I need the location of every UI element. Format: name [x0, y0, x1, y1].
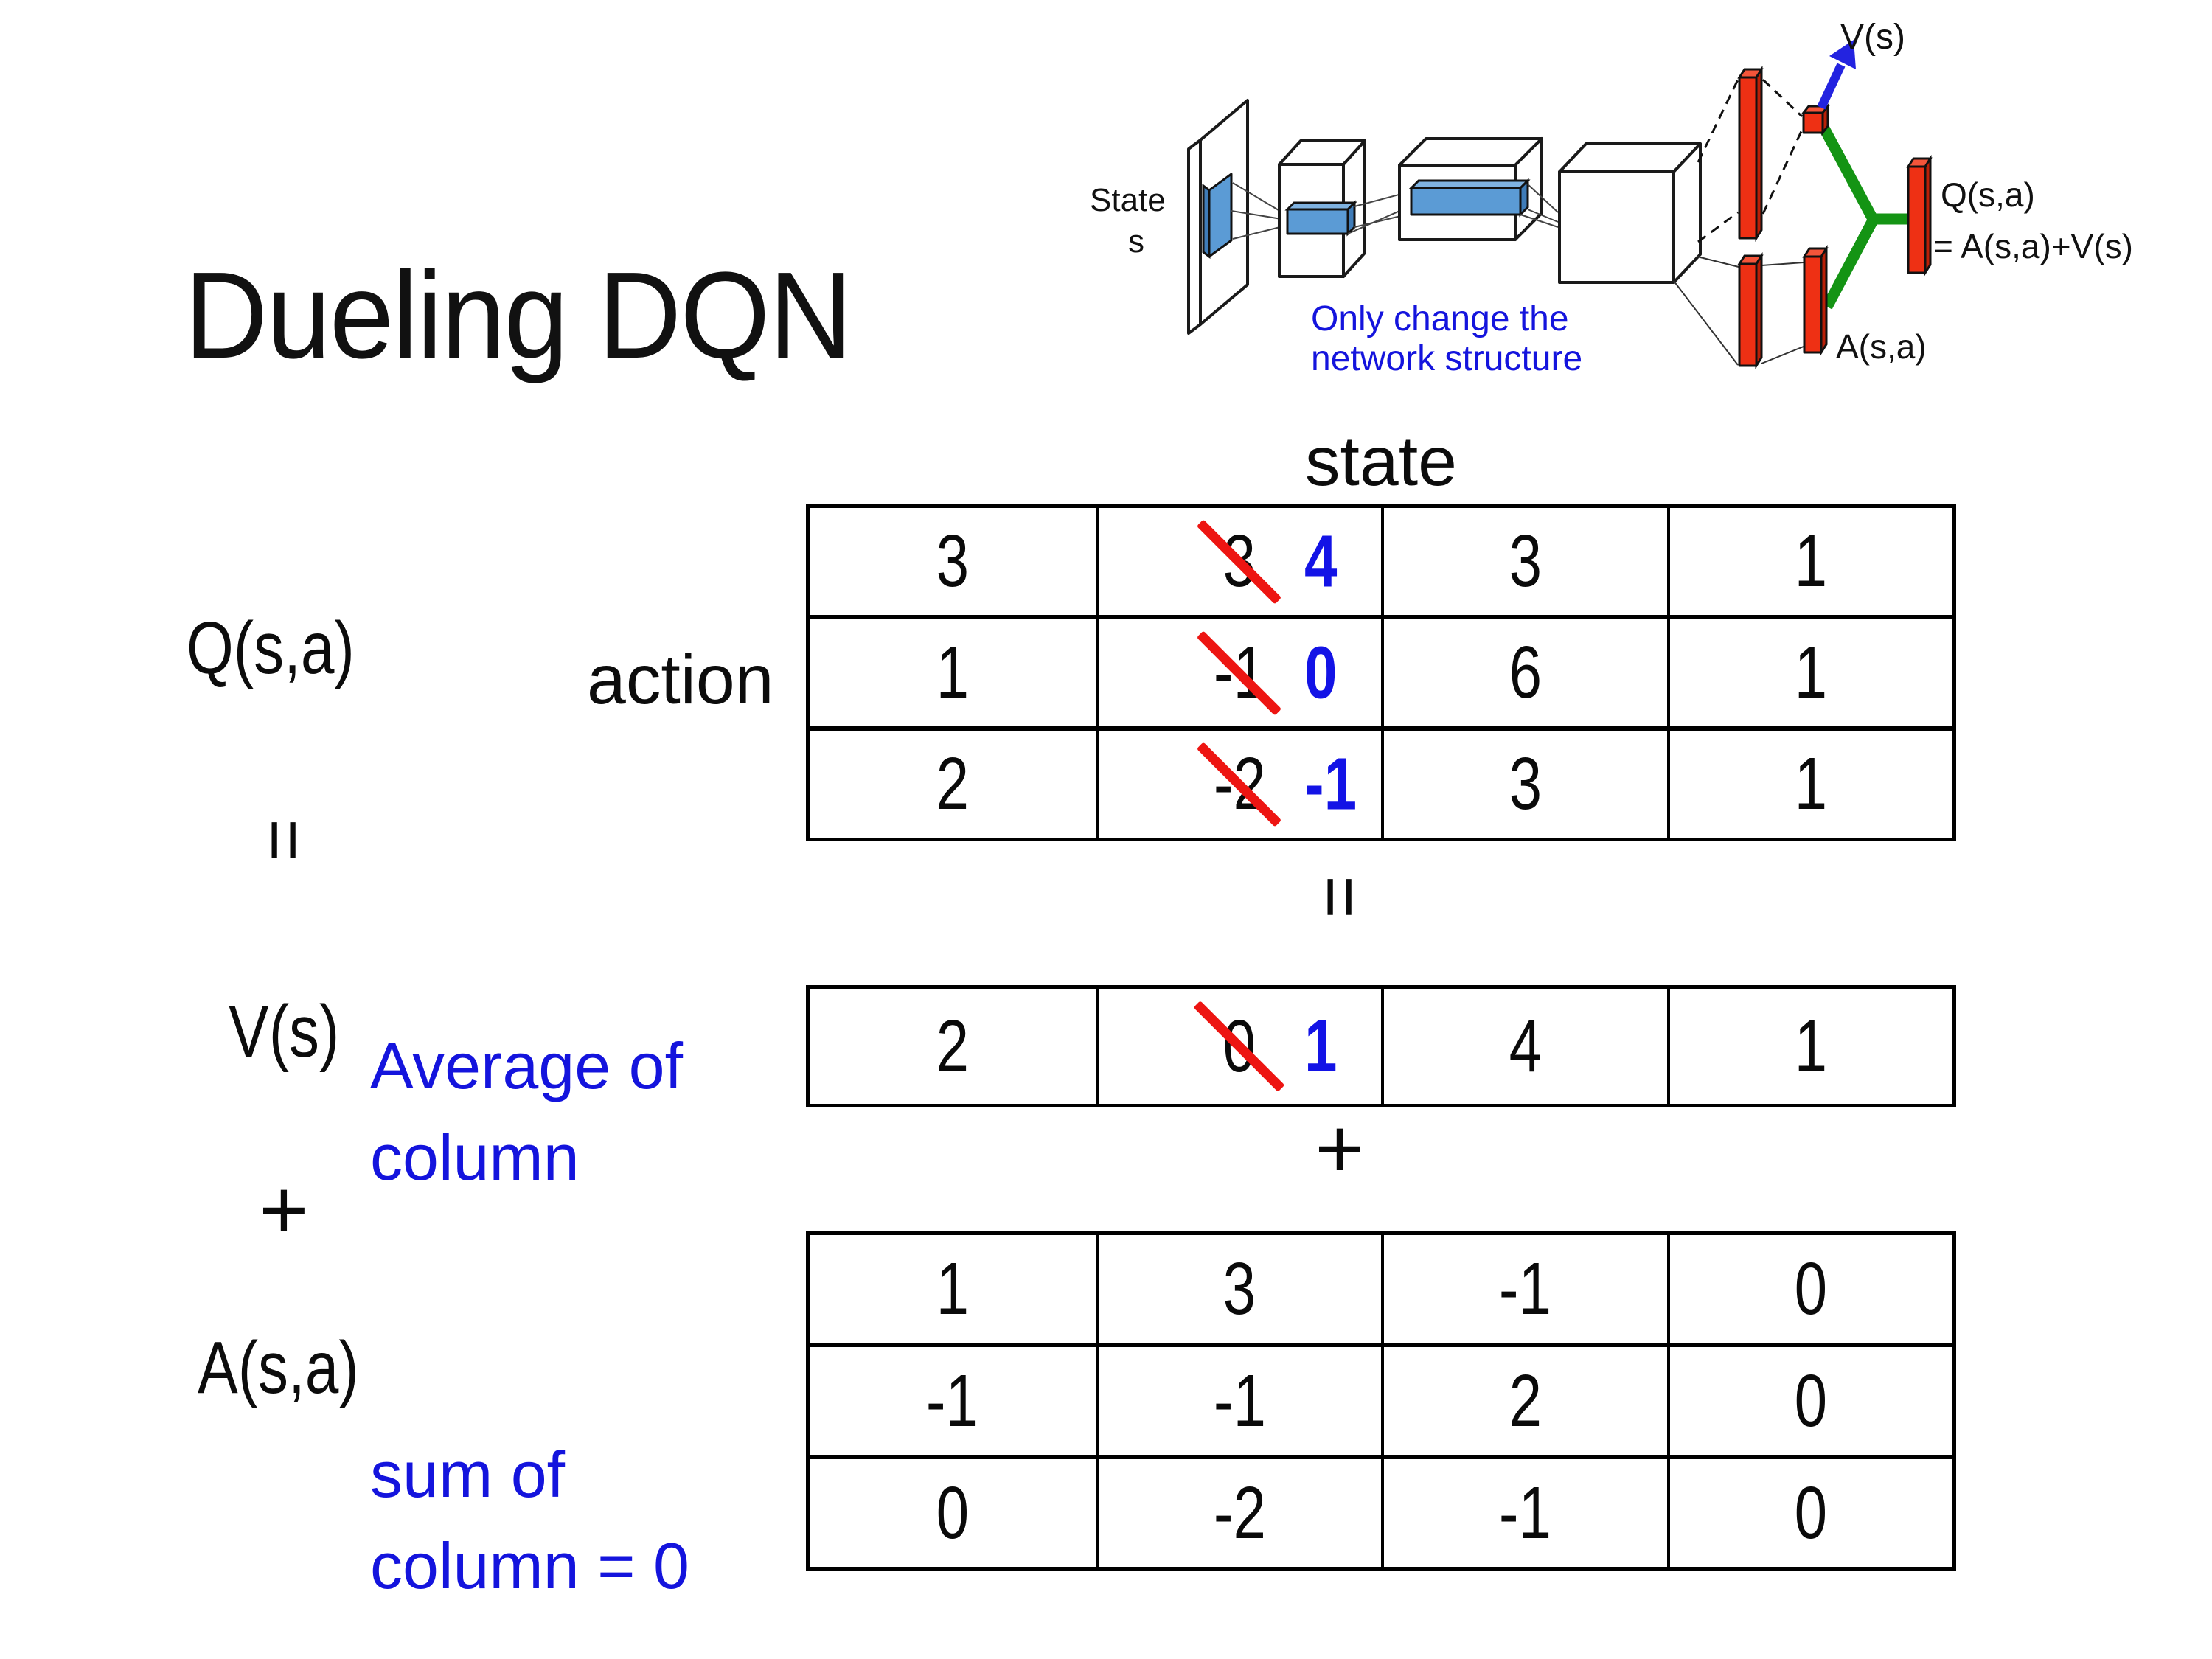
state-axis-label: state	[1305, 422, 1457, 501]
diagram-state-s: s	[1128, 223, 1144, 260]
q-table: 3 3 4 3 1 1 -1 0 6 1 2 -2 -1	[806, 504, 1956, 841]
table-row: 3 3 4 3 1	[810, 508, 1952, 615]
v-matrix-label: V(s)	[229, 990, 340, 1073]
average-note: Average of column	[370, 1029, 684, 1194]
v-cell: 2	[936, 1004, 970, 1088]
diagram-state-label: State	[1090, 182, 1166, 218]
plus-mid: +	[1315, 1102, 1365, 1196]
q-cell: 1	[936, 631, 970, 714]
v-cell: 4	[1509, 1004, 1543, 1088]
conv-filter-1	[1202, 173, 1233, 259]
table-row: 1 -1 0 6 1	[810, 615, 1952, 726]
diagram-note-line1: Only change the	[1311, 299, 1569, 338]
fan-lines-3	[1520, 184, 1559, 228]
q-cell: 3	[1509, 742, 1543, 825]
diagram-note-line2: network structure	[1311, 339, 1582, 378]
feature-bar-1	[1284, 200, 1357, 237]
table-row: 2 0 1 4 1	[810, 989, 1952, 1104]
a-cell: -1	[1213, 1359, 1266, 1442]
q-cell: 1	[1795, 742, 1828, 825]
a-cell: 0	[1795, 1247, 1828, 1330]
fc-bar-value-stream	[1737, 65, 1764, 243]
q-cell: 3	[1509, 520, 1543, 602]
a-cell: -2	[1213, 1471, 1266, 1554]
a-cell: 0	[936, 1471, 970, 1554]
table-row: 2 -2 -1 3 1	[810, 726, 1952, 838]
a-cell: 0	[1795, 1359, 1828, 1442]
q-cell: 1	[1795, 631, 1828, 714]
q-cell-new: 0	[1304, 631, 1338, 714]
sum-note: sum of column = 0	[370, 1438, 689, 1602]
equals-left: =	[243, 818, 326, 862]
merge-connector	[1819, 125, 1909, 310]
a-cell: -1	[1499, 1247, 1552, 1330]
v-cell-new: 1	[1304, 1004, 1338, 1088]
diagram-a-label: A(s,a)	[1836, 327, 1927, 366]
q-cell: 1	[1795, 520, 1828, 602]
dashed-connections	[1697, 78, 1804, 243]
q-cell: 6	[1509, 631, 1543, 714]
value-arrow	[1817, 40, 1856, 110]
diagram-q-label-line2: = A(s,a)+V(s)	[1933, 227, 2133, 265]
q-cell-new: 4	[1304, 520, 1338, 602]
q-cell: 2	[936, 742, 970, 825]
a-cell: 0	[1795, 1471, 1828, 1554]
plus-left: +	[259, 1163, 309, 1257]
a-cell: -1	[926, 1359, 979, 1442]
v-cell: 1	[1795, 1004, 1828, 1088]
table-row: 0 -2 -1 0	[810, 1455, 1952, 1567]
slide-title: Dueling DQN	[184, 246, 852, 384]
a-cell: -1	[1499, 1471, 1552, 1554]
a-cell: 2	[1509, 1359, 1543, 1442]
value-node	[1801, 102, 1831, 136]
a-cell: 1	[936, 1247, 970, 1330]
dueling-network-diagram: State s Only change the network structur…	[1090, 18, 2133, 378]
a-table: 1 3 -1 0 -1 -1 2 0 0 -2 -1 0	[806, 1231, 1956, 1571]
q-output-bar	[1906, 154, 1933, 277]
diagram-v-label: V(s)	[1840, 18, 1905, 57]
q-cell-new: -1	[1304, 742, 1357, 825]
a-matrix-label: A(s,a)	[198, 1326, 359, 1409]
advantage-bar	[1802, 244, 1829, 357]
fc-bar-advantage-stream	[1737, 251, 1764, 370]
table-row: -1 -1 2 0	[810, 1343, 1952, 1455]
q-cell: 3	[936, 520, 970, 602]
q-matrix-label: Q(s,a)	[187, 607, 355, 689]
conv-box-3	[1558, 142, 1702, 284]
a-cell: 3	[1223, 1247, 1256, 1330]
table-row: 1 3 -1 0	[810, 1235, 1952, 1343]
solid-connections	[1673, 256, 1804, 366]
equals-mid: =	[1298, 874, 1382, 919]
diagram-q-label-line1: Q(s,a)	[1941, 175, 2035, 214]
action-axis-label: action	[587, 641, 774, 719]
feature-bar-2	[1408, 178, 1531, 218]
v-table: 2 0 1 4 1	[806, 985, 1956, 1107]
fan-lines-1	[1231, 182, 1287, 240]
